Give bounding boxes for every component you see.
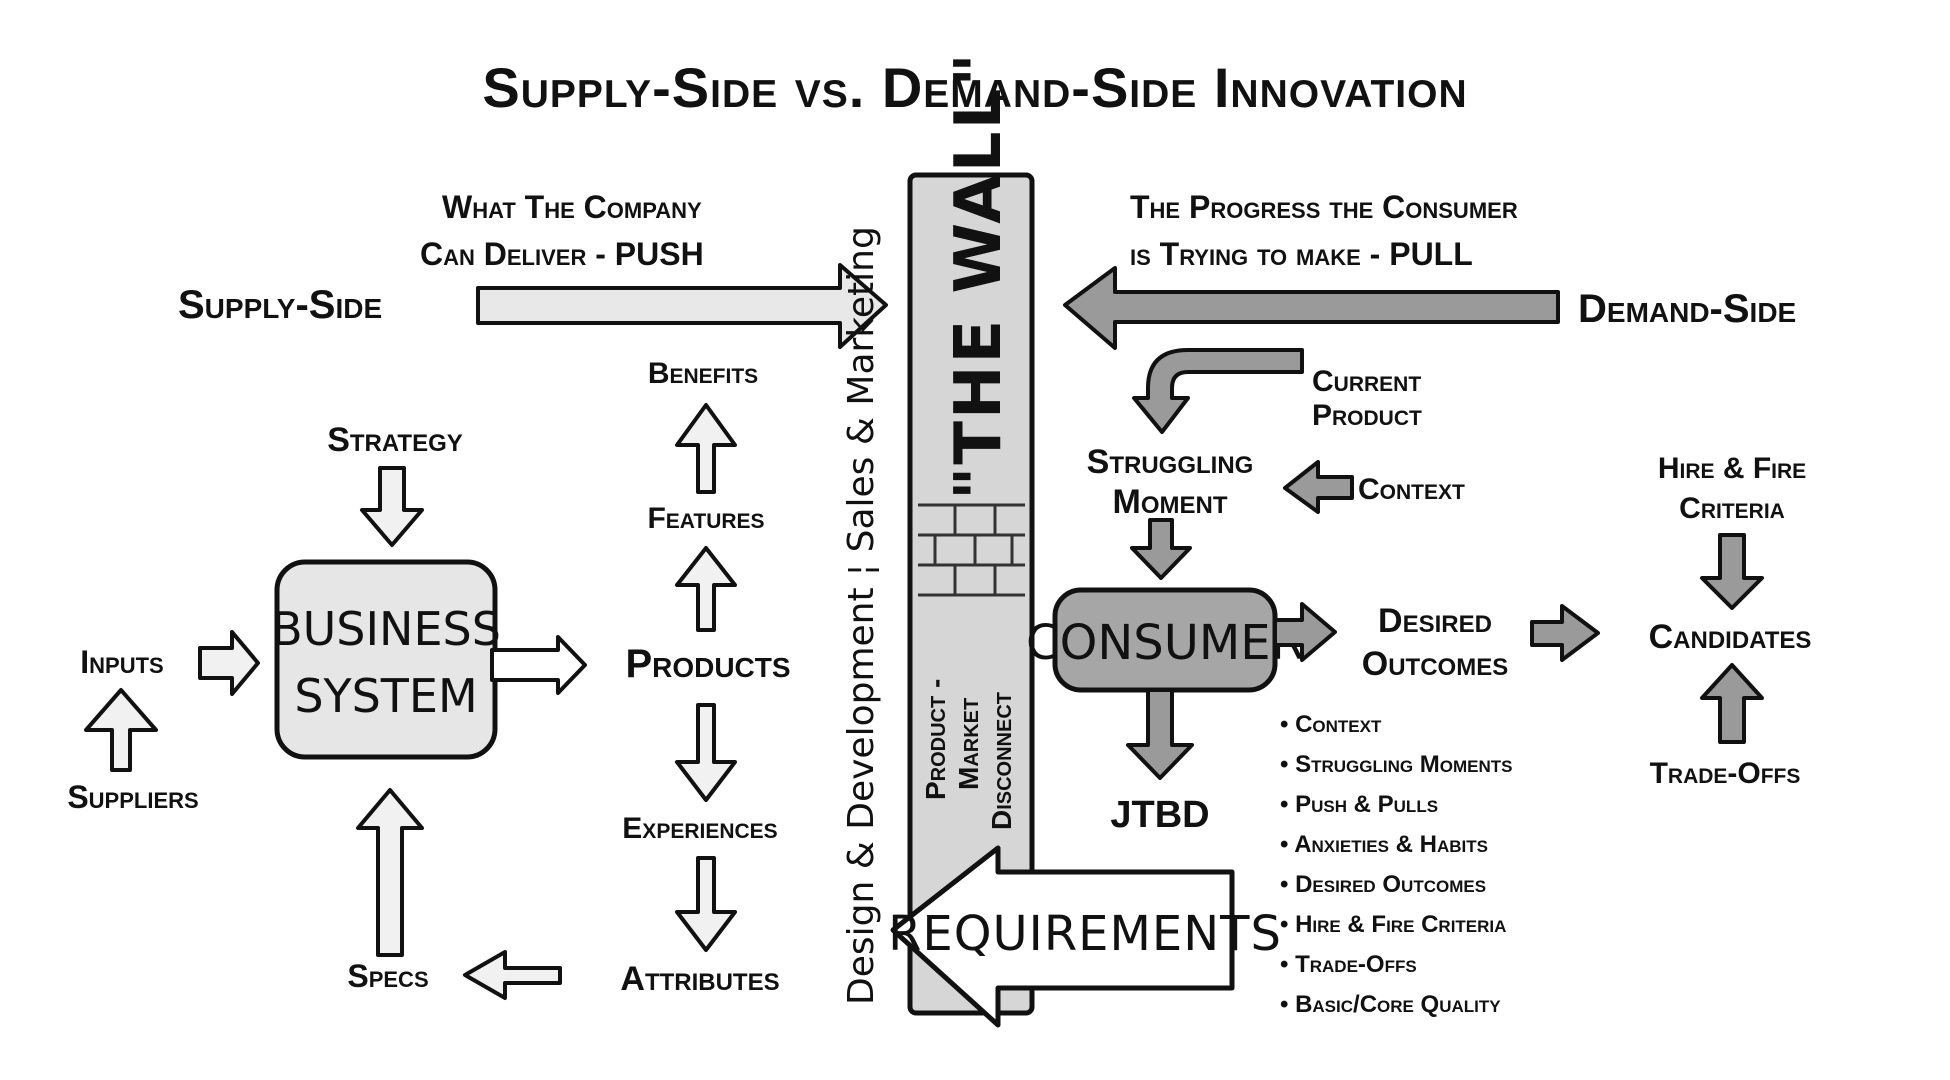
- list-item: • Hire & Fire Criteria: [1280, 911, 1506, 938]
- list-item: • Desired Outcomes: [1280, 871, 1486, 898]
- features-label: Features: [647, 502, 764, 535]
- jtbd-bullet-list: • Context • Struggling Moments • Push & …: [1280, 711, 1512, 1018]
- desired-outcomes-line2: Outcomes: [1362, 645, 1508, 683]
- attributes-to-specs-arrow: [465, 952, 560, 998]
- current-product-line2: Product: [1312, 399, 1422, 432]
- supply-caption-line1: What The Company: [442, 189, 702, 225]
- tradeoffs-label: Trade-Offs: [1650, 757, 1801, 790]
- business-to-products-arrow: [492, 637, 585, 693]
- desired-to-candidates-arrow: [1532, 606, 1598, 660]
- supply-caption-line2: Can Deliver - PUSH: [420, 236, 704, 272]
- push-arrow: [478, 265, 886, 347]
- demand-caption-line2: is Trying to make - PULL: [1130, 236, 1473, 272]
- demand-side-label: Demand-Side: [1578, 287, 1796, 331]
- experiences-to-attributes-arrow: [677, 858, 735, 950]
- business-system-line2: SYSTEM: [294, 669, 477, 723]
- inputs-arrow: [200, 632, 258, 694]
- current-product-line1: Current: [1312, 365, 1421, 398]
- business-system-line1: BUSINESS: [271, 602, 501, 656]
- disconnect-line2: Market: [953, 698, 984, 790]
- requirements-label: REQUIREMENTS: [888, 906, 1282, 962]
- business-system-box: [277, 562, 495, 757]
- struggling-moment-line2: Moment: [1113, 483, 1228, 521]
- consumer-to-jtbd-arrow: [1128, 690, 1192, 778]
- suppliers-label: Suppliers: [67, 779, 198, 815]
- context-label: Context: [1358, 473, 1465, 506]
- struggling-to-consumer-arrow: [1132, 520, 1190, 578]
- products-to-experiences-arrow: [677, 705, 735, 800]
- consumer-label: CONSUMER: [1026, 615, 1304, 671]
- design-sales-label: Design & Development ¦ Sales & Marketing: [841, 226, 882, 1005]
- experiences-label: Experiences: [622, 812, 777, 845]
- strategy-label: Strategy: [327, 421, 463, 459]
- context-arrow: [1285, 462, 1352, 512]
- jtbd-label: JTBD: [1110, 794, 1209, 836]
- hire-fire-line2: Criteria: [1679, 492, 1785, 525]
- hire-fire-to-candidates-arrow: [1702, 535, 1762, 608]
- products-label: Products: [625, 642, 790, 686]
- suppliers-arrow: [86, 690, 156, 770]
- the-wall-label: "THE WALL": [942, 51, 1016, 500]
- specs-arrow: [358, 790, 422, 955]
- list-item: • Anxieties & Habits: [1280, 831, 1488, 858]
- pull-arrow: [1065, 268, 1558, 348]
- disconnect-line1: Product -: [920, 679, 951, 800]
- hire-fire-line1: Hire & Fire: [1658, 452, 1806, 485]
- desired-outcomes-line1: Desired: [1378, 602, 1492, 640]
- current-product-arrow: [1134, 350, 1302, 432]
- products-to-features-arrow: [677, 548, 735, 630]
- tradeoffs-to-candidates-arrow: [1702, 665, 1762, 742]
- strategy-arrow: [362, 468, 422, 545]
- list-item: • Push & Pulls: [1280, 791, 1438, 818]
- attributes-label: Attributes: [620, 960, 779, 998]
- demand-caption-line1: The Progress the Consumer: [1130, 189, 1518, 225]
- inputs-label: Inputs: [80, 644, 163, 680]
- supply-side-label: Supply-Side: [178, 283, 382, 327]
- benefits-label: Benefits: [648, 357, 758, 390]
- list-item: • Trade-Offs: [1280, 951, 1417, 978]
- struggling-moment-line1: Struggling: [1087, 443, 1254, 481]
- candidates-label: Candidates: [1649, 618, 1812, 656]
- disconnect-line3: Disconnect: [986, 692, 1017, 830]
- specs-label: Specs: [347, 958, 428, 994]
- list-item: • Struggling Moments: [1280, 751, 1512, 778]
- list-item: • Basic/Core Quality: [1280, 991, 1501, 1018]
- list-item: • Context: [1280, 711, 1382, 738]
- features-to-benefits-arrow: [677, 405, 735, 492]
